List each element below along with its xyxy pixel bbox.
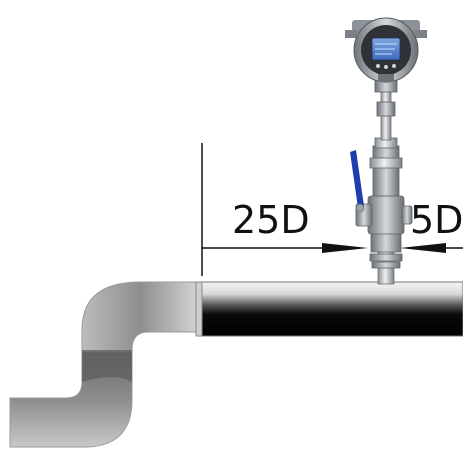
upstream-dimension-arrow	[322, 243, 368, 253]
transmitter-head	[345, 17, 427, 83]
downstream-dimension-arrow	[400, 243, 446, 253]
insertion-flowmeter	[345, 17, 427, 285]
main-pipe	[195, 281, 463, 337]
valve-handle	[350, 150, 364, 208]
downstream-distance-label: 5D	[410, 198, 463, 242]
upstream-elbow-pipe	[9, 281, 199, 448]
upstream-distance-label: 25D	[232, 198, 310, 242]
dimension-markers	[201, 143, 463, 276]
